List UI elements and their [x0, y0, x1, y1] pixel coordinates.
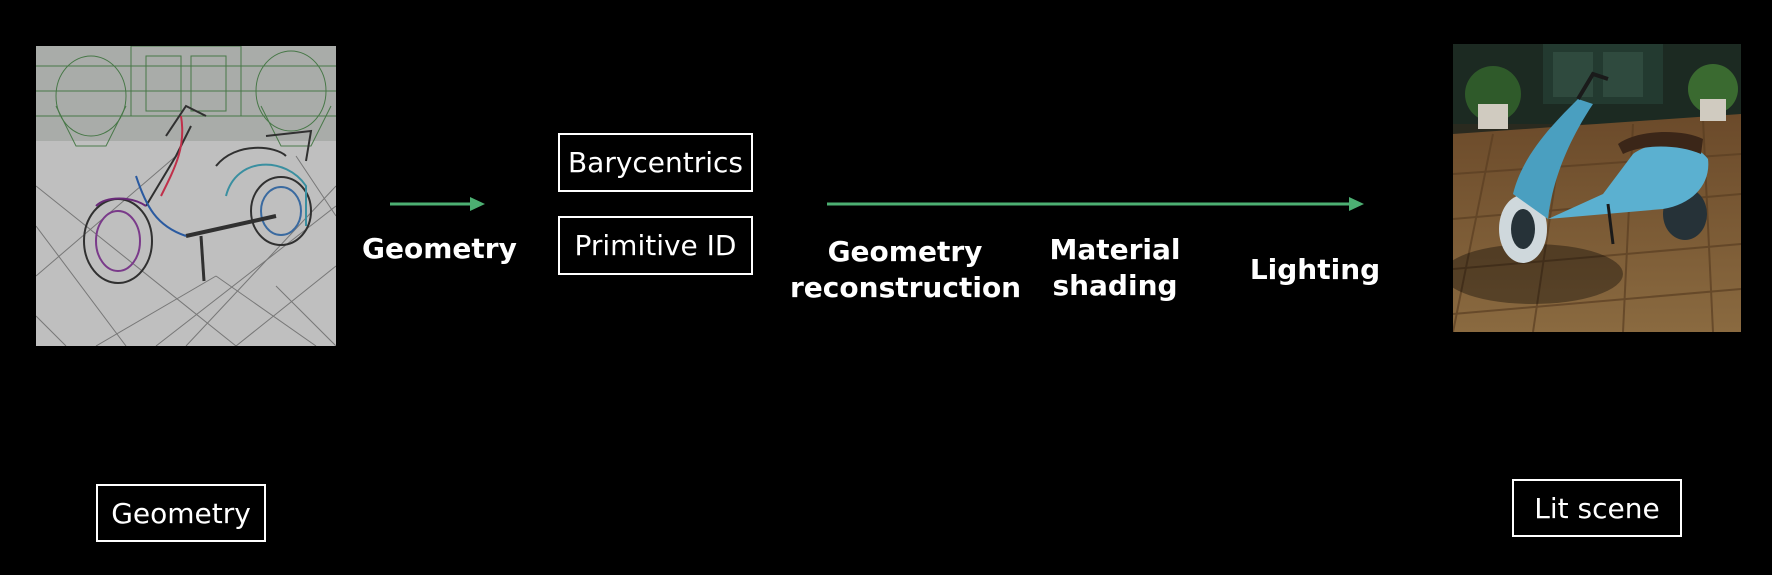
barycentrics-box: Barycentrics [558, 133, 753, 192]
geometry-caption-box: Geometry [96, 484, 266, 542]
geometry-reconstruction-label: Geometry reconstruction [790, 235, 1022, 304]
lit-scene-image [1453, 44, 1741, 332]
arrow-to-lit-scene [827, 197, 1364, 211]
primitive-id-box: Primitive ID [558, 216, 753, 275]
arrow-to-buffers [390, 197, 485, 211]
lit-scene-caption-box: Lit scene [1512, 479, 1682, 537]
geometry-wireframe-image [36, 46, 336, 346]
geometry-stage-label: Geometry [362, 232, 517, 265]
material-shading-label: Material shading [1049, 233, 1181, 302]
lighting-label: Lighting [1249, 253, 1381, 286]
